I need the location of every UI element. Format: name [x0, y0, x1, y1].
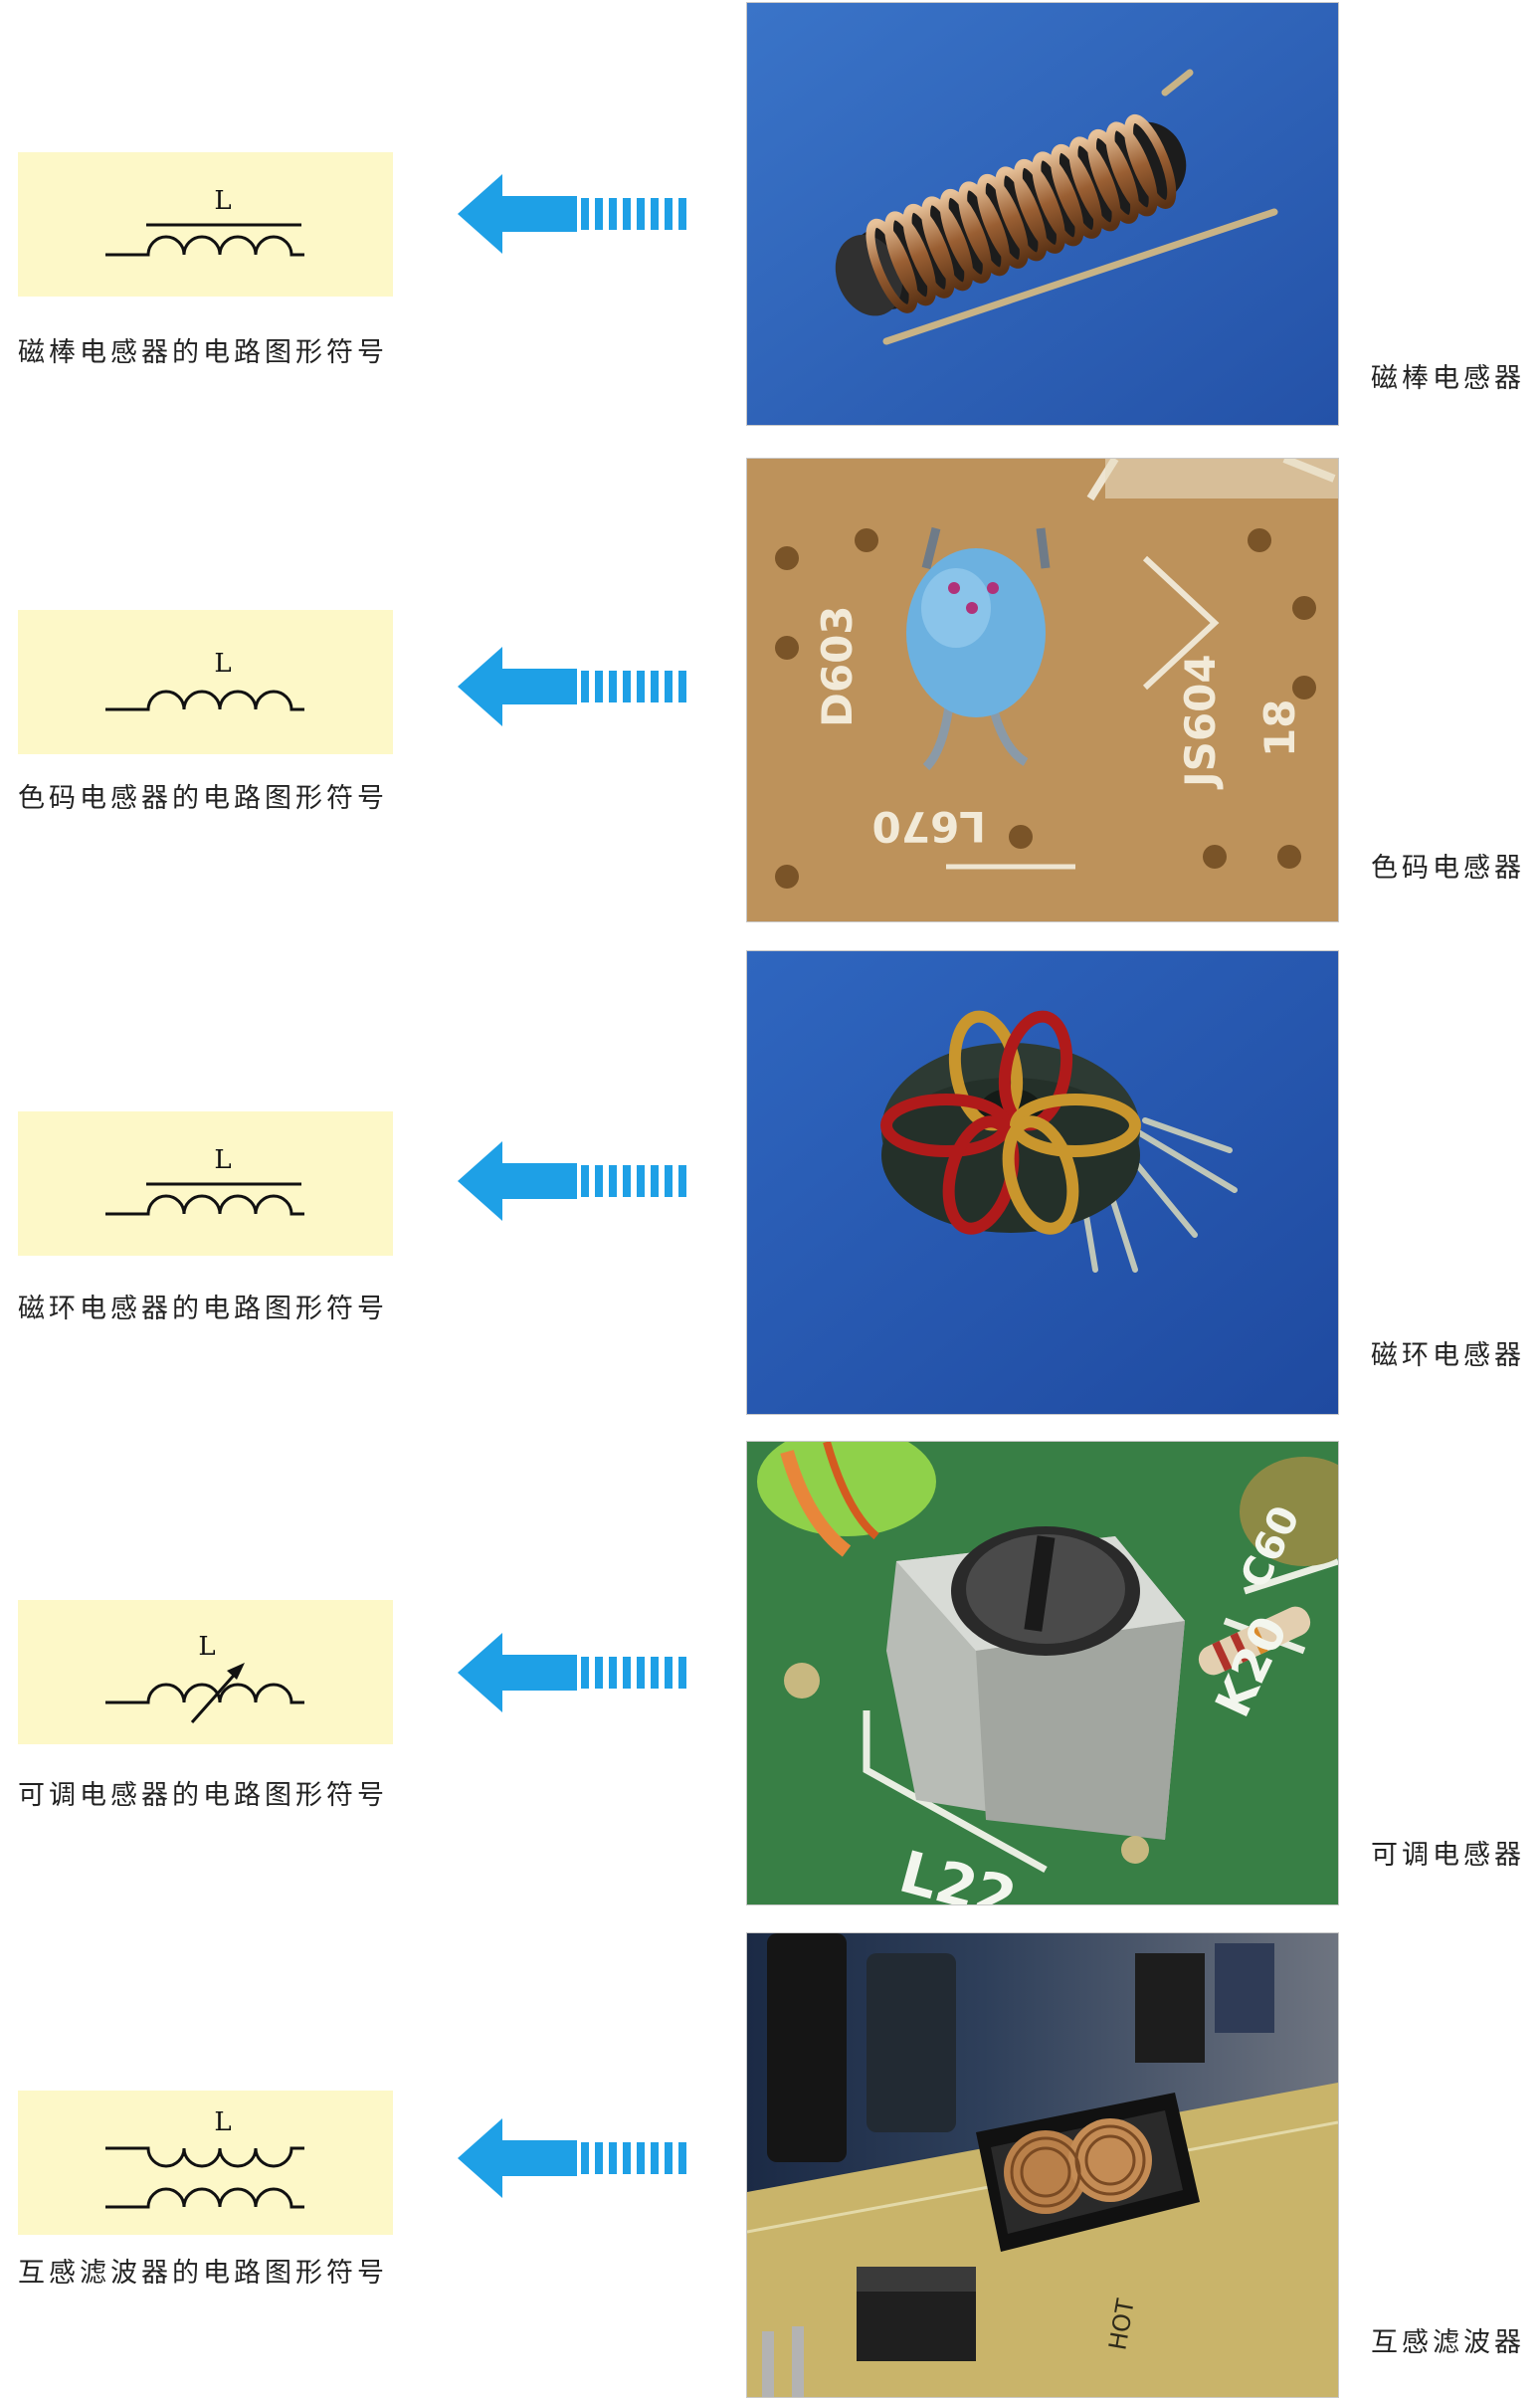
- inductor-symbol: L: [105, 186, 304, 257]
- inductor-symbol: L: [105, 649, 304, 711]
- photo-caption: 磁环电感器: [1371, 1340, 1525, 1371]
- symbol-caption: 磁环电感器的电路图形符号: [18, 1294, 388, 1324]
- arrow-icon: [458, 174, 701, 254]
- photo-color-code-inductor: D603 JS604 18 L670: [746, 458, 1339, 922]
- pcb-text: JS604: [1176, 654, 1225, 790]
- photo-toroid-inductor: [746, 950, 1339, 1415]
- photo-caption: 互感滤波器: [1371, 2327, 1525, 2358]
- arrow-icon: [458, 1141, 701, 1221]
- pcb-text: D603: [813, 605, 862, 727]
- symbol-label: L: [214, 1145, 231, 1175]
- pcb-text: 18: [1255, 700, 1304, 757]
- symbol-label: L: [214, 186, 231, 216]
- arrow-icon: [458, 1633, 701, 1712]
- arrow-icon: [458, 2118, 701, 2198]
- symbol-label: L: [214, 649, 231, 679]
- photo-adjustable-inductor: L22 K20 C60: [746, 1441, 1339, 1905]
- photo-mutual-filter: HOT: [746, 1932, 1339, 2398]
- pcb-text: L670: [872, 802, 986, 851]
- symbol-box: L: [18, 1600, 393, 1744]
- symbol-caption: 磁棒电感器的电路图形符号: [18, 337, 388, 368]
- symbol-caption: 色码电感器的电路图形符号: [18, 783, 388, 814]
- inductor-symbol: L: [105, 2107, 304, 2209]
- inductor-symbol: L: [105, 1632, 304, 1723]
- photo-caption: 磁棒电感器: [1371, 363, 1525, 394]
- photo-rod-inductor: [746, 2, 1339, 426]
- symbol-box: L: [18, 610, 393, 754]
- symbol-label: L: [198, 1632, 215, 1662]
- symbol-box: L: [18, 2091, 393, 2235]
- symbol-box: L: [18, 1111, 393, 1256]
- photo-caption: 可调电感器: [1371, 1840, 1525, 1871]
- inductor-symbol: L: [105, 1145, 304, 1216]
- photo-caption: 色码电感器: [1371, 853, 1525, 884]
- symbol-box: L: [18, 152, 393, 297]
- symbol-label: L: [214, 2107, 231, 2137]
- arrow-icon: [458, 647, 701, 726]
- symbol-caption: 可调电感器的电路图形符号: [18, 1780, 388, 1811]
- symbol-caption: 互感滤波器的电路图形符号: [18, 2258, 388, 2289]
